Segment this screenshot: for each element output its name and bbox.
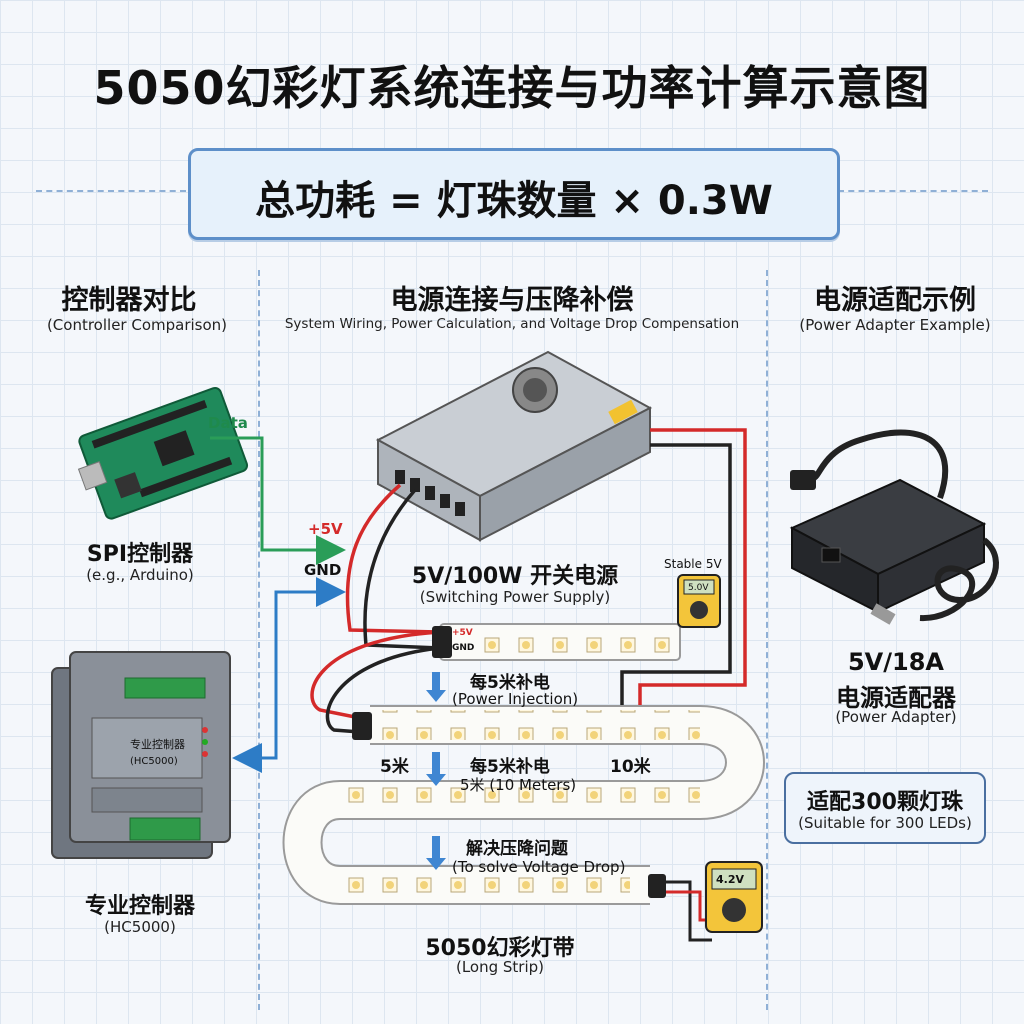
power-formula: 总功耗 = 灯珠数量 × 0.3W	[255, 178, 773, 224]
left-column-subtitle: (Controller Comparison)	[46, 316, 228, 334]
pro-controller-body	[51, 651, 231, 859]
page-title: 5050幻彩灯系统连接与功率计算示意图	[93, 61, 931, 115]
gnd-wire	[232, 577, 346, 773]
adapter-label: 电源适配器	[836, 684, 956, 712]
mid-sub: 5米 (10 Meters)	[460, 776, 577, 794]
psu-black-wire-1	[363, 488, 441, 650]
arduino-board	[77, 386, 249, 520]
right-column-title: 电源适配示例	[814, 285, 976, 316]
psu-red-wire-2	[638, 428, 747, 715]
pro-controller-label: 专业控制器	[84, 894, 195, 919]
adapter-rating: 5V/18A	[847, 648, 944, 676]
spi-controller-label: SPI控制器	[86, 542, 194, 567]
strip-pad-plus5v: +5V	[452, 628, 473, 638]
data-label: Data	[208, 414, 248, 432]
psu-red-wire-1	[345, 483, 441, 634]
pro-controller-sub: (HC5000)	[104, 918, 176, 936]
injection-red-wire	[310, 630, 441, 720]
switching-power-supply	[375, 350, 653, 542]
divider-right	[838, 190, 988, 192]
pro-controller-panel-model: (HC5000)	[130, 756, 178, 767]
stable-5v-label: Stable 5V	[664, 557, 722, 571]
middle-column-title: 电源连接与压降补偿	[390, 285, 634, 316]
psu-black-wire-2	[620, 443, 732, 715]
spi-controller-sub: (e.g., Arduino)	[86, 566, 194, 584]
column-divider-2	[766, 270, 768, 1010]
injection-black-wire	[325, 646, 441, 734]
drop-sub: (To solve Voltage Drop)	[452, 858, 626, 876]
down-arrows	[426, 672, 446, 870]
plus5v-label: +5V	[308, 520, 343, 538]
strip-sub: (Long Strip)	[455, 958, 545, 976]
suitable-sub: (Suitable for 300 LEDs)	[798, 814, 972, 832]
mark-5m: 5米	[380, 757, 409, 777]
top-meter-reading: 5.0V	[688, 583, 709, 593]
divider-left	[36, 190, 186, 192]
multimeter-top	[677, 574, 721, 628]
mid-injection-label: 每5米补电	[470, 757, 550, 777]
pro-controller-panel-text: 专业控制器	[130, 737, 185, 751]
formula-box	[188, 148, 840, 240]
strip-pad-gnd: GND	[452, 643, 475, 653]
injection-label: 每5米补电	[470, 673, 550, 693]
data-wire	[210, 436, 346, 565]
psu-sub: (Switching Power Supply)	[419, 588, 611, 606]
drop-label: 解决压降问题	[466, 839, 568, 859]
psu-label: 5V/100W 开关电源	[411, 564, 619, 589]
right-column-subtitle: (Power Adapter Example)	[799, 316, 991, 334]
adapter-sub: (Power Adapter)	[835, 708, 957, 726]
gnd-label: GND	[304, 561, 342, 579]
middle-column-subtitle: System Wiring, Power Calculation, and Vo…	[284, 316, 740, 332]
left-column-title: 控制器对比	[61, 285, 197, 316]
injection-sub: (Power Injection)	[452, 690, 579, 708]
mark-10m: 10米	[610, 757, 651, 777]
bottom-meter-reading: 4.2V	[716, 873, 744, 886]
suitable-box	[784, 772, 986, 844]
suitable-label: 适配300颗灯珠	[807, 790, 963, 815]
multimeter-bottom	[705, 861, 763, 933]
power-adapter	[789, 429, 999, 625]
strip-label: 5050幻彩灯带	[425, 936, 575, 961]
